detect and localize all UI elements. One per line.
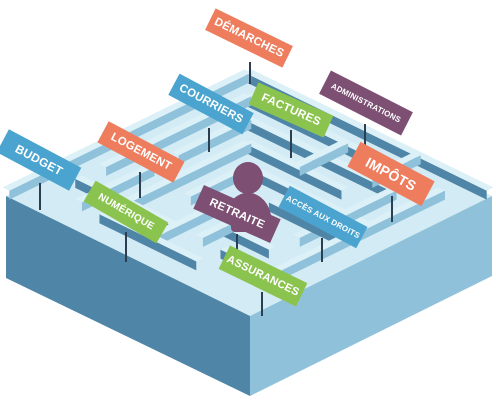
sign-plate — [168, 73, 254, 135]
sign-plate — [319, 70, 413, 136]
maze-wall-side — [178, 119, 252, 165]
sign-demarches: DÉMARCHES — [205, 8, 293, 84]
sign-plate — [218, 245, 308, 307]
sign-plate — [205, 8, 293, 68]
maze-wall-side — [299, 143, 349, 177]
sign-plate — [347, 141, 435, 207]
maze-wall-side — [130, 143, 252, 212]
sign-plate — [97, 121, 185, 183]
maze-right-side — [250, 196, 492, 396]
maze-wall-top — [123, 140, 252, 203]
maze-wall-side — [99, 214, 197, 271]
maze-wall-side — [268, 202, 342, 247]
sign-plate — [0, 129, 82, 191]
sign-plate — [278, 185, 368, 249]
sign-plate — [248, 82, 334, 138]
maze-wall-side — [244, 143, 342, 200]
maze-wall-top — [244, 163, 373, 227]
sign-plate — [83, 180, 169, 244]
sign-plate — [193, 185, 281, 243]
maze-wall-top — [293, 140, 349, 168]
maze-wall-top — [244, 69, 494, 191]
maze-left-side — [6, 196, 250, 396]
maze-wall-side — [220, 226, 269, 259]
